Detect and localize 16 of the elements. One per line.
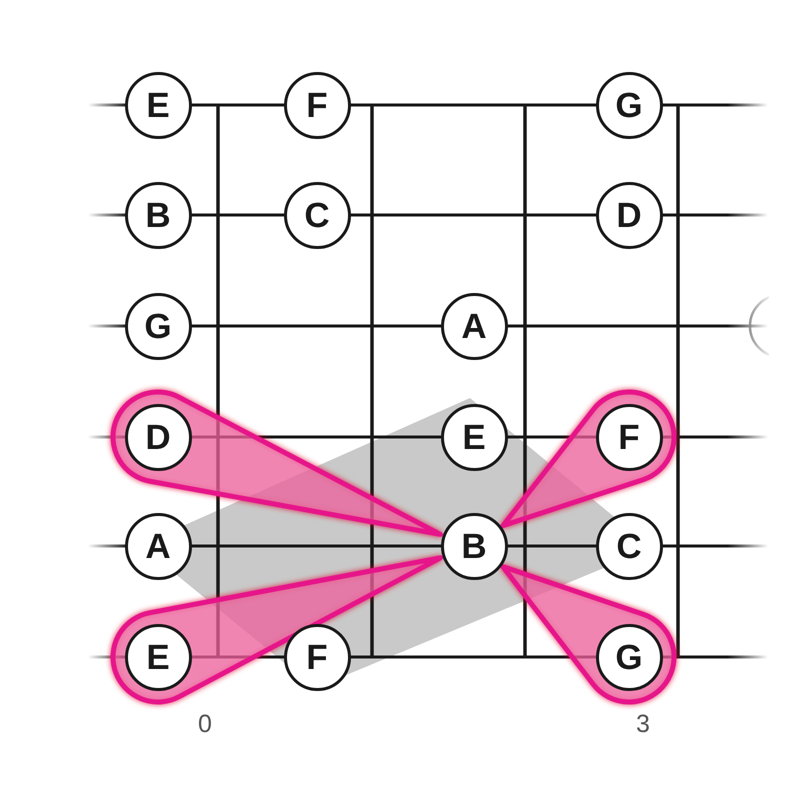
note-circle: A [440,292,508,360]
fret-number: 0 [198,712,212,736]
note-circle: E [124,624,192,690]
note-circle: D [124,404,192,470]
fret-number: 3 [636,712,650,736]
note-circle: G [596,624,662,690]
note-circle: A [124,512,192,580]
note-circle: F [284,72,350,138]
note-circle: C [284,182,350,248]
note-circle: C [596,512,662,580]
note-circle: G [124,292,192,360]
note-circle: E [124,72,192,138]
note-circle: G [596,72,662,138]
note-circle: B [124,182,192,248]
note-circle: D [596,182,662,248]
note-circle: F [596,404,662,470]
